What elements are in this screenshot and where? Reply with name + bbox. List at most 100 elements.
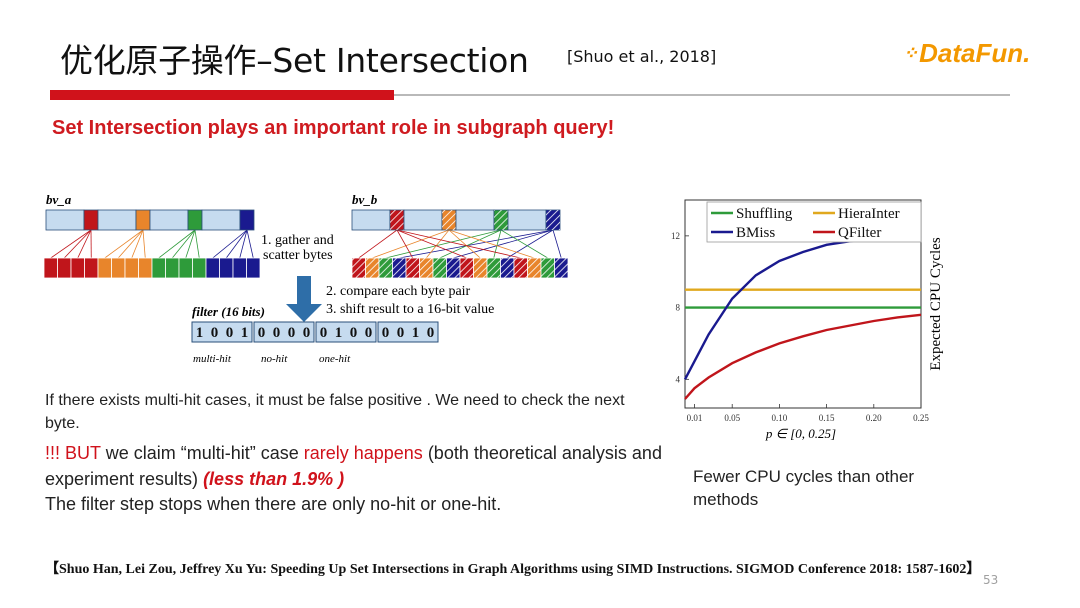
scattered-b-hatch [487,258,501,278]
filter-bit: 0 [382,325,390,341]
gather-line-b [500,229,548,259]
filter-bit: 0 [365,325,373,341]
chart-ylabel: Expected CPU Cycles [928,237,944,370]
filter-bit: 1 [241,325,249,341]
scattered-b-row [351,257,569,279]
gather-line-b [448,229,481,259]
logo-text: DataFun. [919,38,1031,68]
x-tick-label: 0.10 [772,413,788,423]
paragraph-false-positive: If there exists multi-hit cases, it must… [45,392,625,432]
scattered-a-cell [178,257,193,279]
title-underline-red [50,90,394,100]
gather-line-b [385,229,502,259]
less-than-emphasis: (less than 1.9% ) [203,469,345,489]
scattered-a-cell [57,257,72,279]
scattered-a-cell [43,257,58,279]
gather-line-b [493,229,502,259]
filter-bit: 1 [196,325,204,341]
bv-b-cell [351,209,391,231]
scattered-b-hatch [541,258,555,278]
step1-line2: scatter bytes [263,248,333,263]
chart-xlabel: p ∈ [0, 0.25] [765,426,836,441]
scattered-a-cell [165,257,180,279]
legend-label: HieraInter [838,206,900,222]
x-tick-label: 0.20 [866,413,882,423]
chart-series [683,234,922,400]
filter-bit: 1 [412,325,420,341]
slide-subtitle: Set Intersection plays an important role… [52,117,615,139]
bv-a-cell [45,209,85,231]
gather-line-b [372,229,450,259]
p2-part-d: (both theoretical analysis and experimen… [45,443,662,489]
gather-line-a [104,229,144,259]
bv-b-key-hatch [390,210,404,230]
gather-line-a [77,229,92,259]
down-arrow-shaft [297,276,311,306]
y-tick-label: 12 [671,231,680,241]
scattered-a-cell [151,257,166,279]
filter-bit: 0 [320,325,328,341]
gather-line-b [396,229,414,259]
bv-b-label: bv_b [352,192,378,207]
scattered-b-hatch [500,258,514,278]
y-tick-label: 8 [676,303,681,313]
filter-byte-group [253,321,315,343]
filter-bit: 0 [226,325,234,341]
scattered-b-hatch [406,258,420,278]
gather-line-a [131,229,144,259]
datafun-logo: ⁘DataFun. [903,38,1030,69]
p2-part-b: we claim “multi-hit” case [100,443,304,463]
gather-line-a [142,229,146,259]
scattered-b-hatch [379,258,393,278]
gather-line-a [63,229,92,259]
group-label-multi-hit: multi-hit [193,353,232,365]
gather-line-b [453,229,554,259]
gather-line-a [212,229,248,259]
x-tick-label: 0.05 [724,413,740,423]
filter-bit: 0 [350,325,358,341]
bv-a-label: bv_a [46,192,72,207]
group-label-one-hit: one-hit [319,353,351,365]
legend-label: Shuffling [736,206,793,222]
bv-a-key-byte [135,209,151,231]
bv-a-key-byte [239,209,255,231]
gather-line-b [399,229,554,259]
down-arrow-head-icon [286,304,322,322]
filter-bit: 0 [303,325,311,341]
filter-bit: 0 [427,325,435,341]
scattered-a-row [43,257,261,279]
filter-byte-group [377,321,439,343]
gather-line-b [396,229,467,259]
gather-line-a [194,229,200,259]
y-tick-label: 4 [676,374,681,384]
scattered-a-cell [84,257,99,279]
scattered-a-cell [219,257,234,279]
gather-line-a [185,229,196,259]
legend-label: QFilter [838,225,881,241]
set-intersection-diagram: bv_a bv_b 1. gather and scatter bytes 2.… [43,192,569,365]
paragraph-filter-stop: The filter step stops when there are onl… [45,494,502,514]
scattered-b-hatch [433,258,447,278]
filter-byte-group [191,321,253,343]
paragraph-multi-hit-claim: !!! BUT we claim “multi-hit” case rarely… [45,440,665,492]
gather-line-b [439,229,502,259]
gather-line-a [171,229,196,259]
bv-b-key-hatch [546,210,560,230]
step2-label: 2. compare each byte pair [326,284,471,299]
scattered-a-cell [70,257,85,279]
x-tick-label: 0.01 [687,413,703,423]
scattered-b-hatch [514,258,528,278]
bv-b-key-hatch [494,210,508,230]
plot-frame [684,199,922,409]
scattered-a-cell [205,257,220,279]
gather-line-b [396,229,521,259]
bv-a-key-byte [187,209,203,231]
gather-line-b [425,229,450,259]
bv-b-cell [403,209,443,231]
legend-label: BMiss [736,225,775,241]
scattered-b-hatch [392,258,406,278]
scattered-a-cell [232,257,247,279]
scattered-b-hatch [460,258,474,278]
